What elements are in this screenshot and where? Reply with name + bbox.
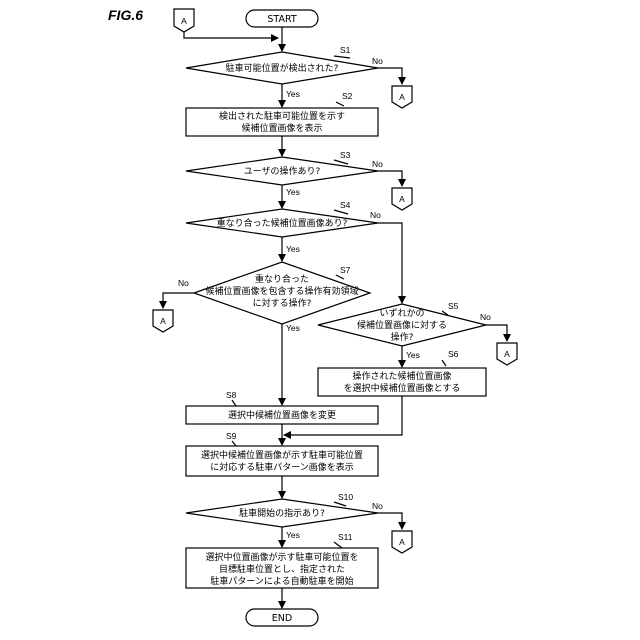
decision-s4: 重なり合った候補位置画像あり? <box>186 209 378 237</box>
step-id-s3: S3 <box>340 150 351 160</box>
svg-text:重なり合った: 重なり合った <box>255 273 309 285</box>
decision-s1: 駐車可能位置が検出された? <box>186 52 378 84</box>
svg-text:駐車パターンによる自動駐車を開始: 駐車パターンによる自動駐車を開始 <box>210 575 353 587</box>
svg-text:検出された駐車可能位置を示す: 検出された駐車可能位置を示す <box>219 110 345 122</box>
svg-text:選択中候補位置画像が示す駐車可能位置: 選択中候補位置画像が示す駐車可能位置 <box>201 449 363 461</box>
svg-text:に対する操作?: に対する操作? <box>253 297 312 309</box>
connector-a-s10: A <box>392 531 412 553</box>
figure-label: FIG.6 <box>108 7 143 23</box>
connector-a-s5: A <box>497 343 517 365</box>
yes-label-s1: Yes <box>286 89 300 99</box>
svg-text:A: A <box>399 537 405 547</box>
step-id-s6: S6 <box>448 349 459 359</box>
svg-text:操作された候補位置画像: 操作された候補位置画像 <box>352 370 451 382</box>
svg-text:に対応する駐車パターン画像を表示: に対応する駐車パターン画像を表示 <box>210 461 354 473</box>
step-id-s5: S5 <box>448 301 459 311</box>
process-s9: 選択中候補位置画像が示す駐車可能位置 に対応する駐車パターン画像を表示 <box>186 446 378 476</box>
connector-entry-line <box>184 32 278 38</box>
no-label-s5: No <box>480 312 491 322</box>
decision-s5: いずれかの 候補位置画像に対する 操作? <box>318 304 486 346</box>
yes-label-s4: Yes <box>286 244 300 254</box>
step-id-s10: S10 <box>338 492 353 502</box>
svg-text:選択中候補位置画像を変更: 選択中候補位置画像を変更 <box>228 409 336 421</box>
step-id-s8: S8 <box>226 390 237 400</box>
svg-text:A: A <box>399 92 405 102</box>
yes-label-s10: Yes <box>286 530 300 540</box>
svg-text:駐車可能位置が検出された?: 駐車可能位置が検出された? <box>226 62 339 74</box>
decision-s10: 駐車開始の指示あり? <box>186 499 378 527</box>
process-s8: 選択中候補位置画像を変更 <box>186 406 378 424</box>
yes-label-s7: Yes <box>286 323 300 333</box>
svg-text:A: A <box>504 349 510 359</box>
svg-text:候補位置画像を包含する操作有効領域: 候補位置画像を包含する操作有効領域 <box>205 285 358 297</box>
start-terminal: START <box>246 10 318 27</box>
process-s6: 操作された候補位置画像 を選択中候補位置画像とする <box>318 368 486 396</box>
connector-label: A <box>181 16 187 26</box>
connector-a-s7: A <box>153 310 173 332</box>
step-id-s2: S2 <box>342 91 353 101</box>
connector-a-s3: A <box>392 188 412 210</box>
step-id-s11: S11 <box>338 532 353 542</box>
process-s11: 選択中位置画像が示す駐車可能位置を 目標駐車位置とし、指定された 駐車パターンに… <box>186 548 378 588</box>
svg-text:重なり合った候補位置画像あり?: 重なり合った候補位置画像あり? <box>217 217 348 229</box>
svg-text:駐車開始の指示あり?: 駐車開始の指示あり? <box>239 507 325 519</box>
decision-s3: ユーザの操作あり? <box>186 157 378 185</box>
step-id-s1: S1 <box>340 45 351 55</box>
yes-label-s5: Yes <box>406 350 420 360</box>
no-label-s1: No <box>372 56 383 66</box>
connector-a-s1: A <box>392 86 412 108</box>
svg-text:A: A <box>160 316 166 326</box>
step-id-s4: S4 <box>340 200 351 210</box>
step-id-s9: S9 <box>226 431 237 441</box>
connector-a-entry: A <box>174 9 194 32</box>
svg-text:ユーザの操作あり?: ユーザの操作あり? <box>244 165 321 177</box>
no-label-s7: No <box>178 278 189 288</box>
end-terminal: END <box>246 609 318 626</box>
svg-text:A: A <box>399 194 405 204</box>
svg-text:操作?: 操作? <box>391 331 414 343</box>
no-label-s3: No <box>372 159 383 169</box>
svg-text:START: START <box>267 14 297 25</box>
yes-label-s3: Yes <box>286 187 300 197</box>
svg-text:を選択中候補位置画像とする: を選択中候補位置画像とする <box>344 382 461 394</box>
no-label-s10: No <box>372 501 383 511</box>
svg-text:目標駐車位置とし、指定された: 目標駐車位置とし、指定された <box>219 563 345 575</box>
svg-text:候補位置画像を表示: 候補位置画像を表示 <box>241 122 322 134</box>
step-id-s7: S7 <box>340 265 351 275</box>
no-label-s4: No <box>370 210 381 220</box>
svg-text:END: END <box>272 613 292 624</box>
svg-text:選択中位置画像が示す駐車可能位置を: 選択中位置画像が示す駐車可能位置を <box>205 551 358 563</box>
process-s2: 検出された駐車可能位置を示す 候補位置画像を表示 <box>186 108 378 136</box>
svg-text:いずれかの: いずれかの <box>379 308 424 319</box>
svg-text:候補位置画像に対する: 候補位置画像に対する <box>357 319 447 331</box>
